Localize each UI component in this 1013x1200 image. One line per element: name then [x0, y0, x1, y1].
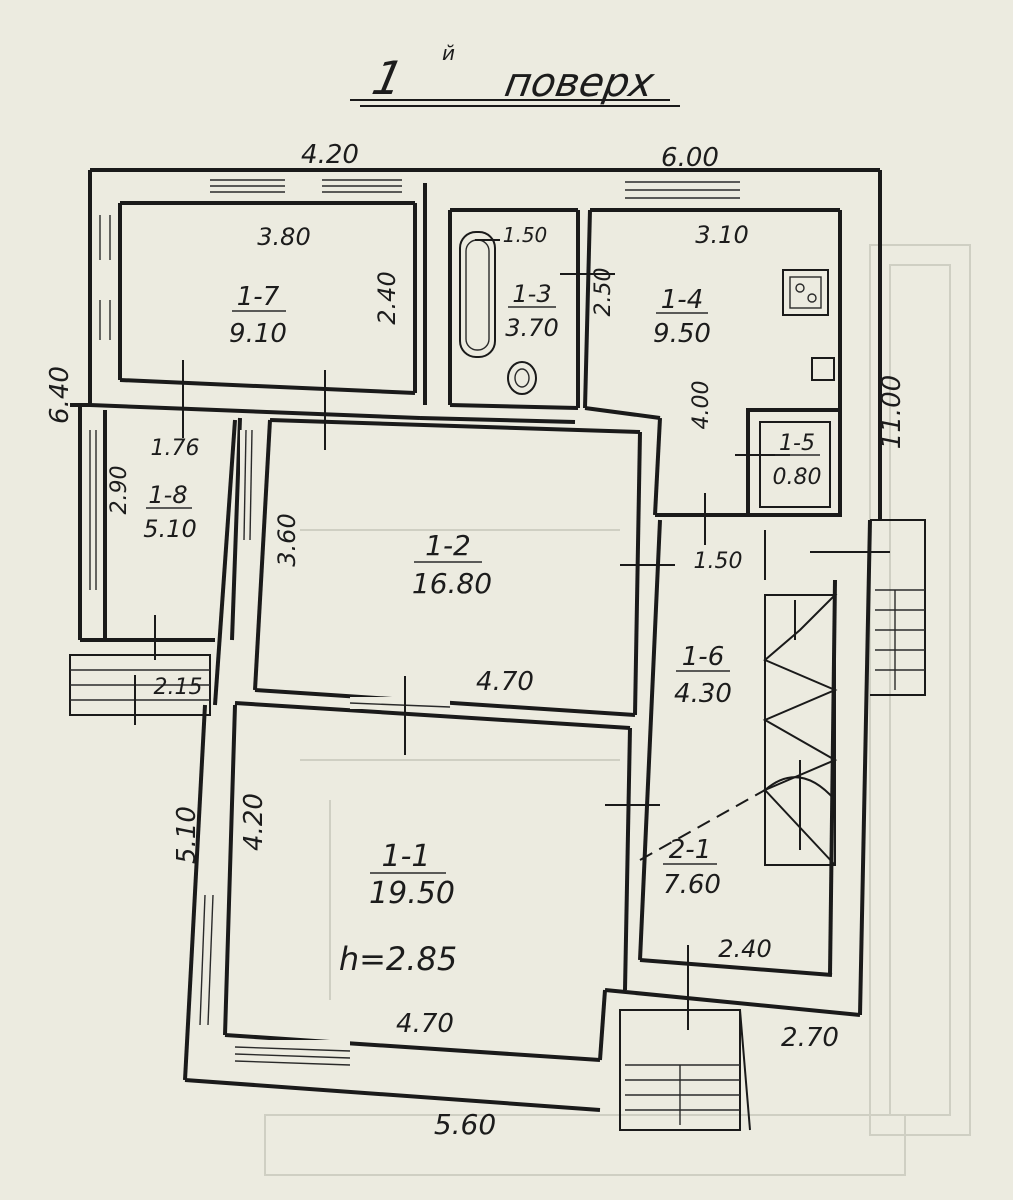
room-1-5: 1-5 0.80 [773, 431, 822, 490]
room-id: 1-2 [425, 529, 471, 562]
toilet-icon [507, 361, 537, 395]
porches [69, 519, 926, 1131]
dim-r16-width: 1.50 [694, 549, 743, 574]
room-id: 1-8 [148, 481, 187, 509]
room-1-2: 1-2 16.80 [412, 529, 492, 600]
dimensions: 4.20 6.00 6.40 11.00 5.60 2.70 5.10 3.80… [45, 140, 907, 1141]
dim-lower-left: 5.10 [172, 806, 202, 864]
dim-r14-height: 4.00 [689, 381, 714, 430]
room-id: 1-6 [682, 642, 724, 672]
room-id: 2-1 [669, 835, 711, 865]
windows [84, 174, 740, 1068]
room-1-4: 1-4 9.50 [653, 285, 711, 349]
stove-icon [782, 269, 829, 316]
plan-title: 1 й поверх [350, 41, 680, 107]
room-1-8: 1-8 5.10 [143, 481, 196, 543]
room-area: 16.80 [412, 567, 492, 600]
room-area: 0.80 [773, 465, 822, 490]
room-1-6: 1-6 4.30 [674, 642, 732, 709]
room-area: 4.30 [674, 679, 732, 709]
room-area: 5.10 [143, 515, 196, 543]
title-suffix: й [442, 41, 455, 65]
dim-r11-width: 4.70 [396, 1009, 454, 1039]
dim-r14-width: 3.10 [695, 221, 748, 249]
room-id: 1-5 [779, 431, 815, 456]
room-id: 1-4 [661, 285, 703, 315]
room-1-1: 1-1 19.50 [369, 839, 455, 911]
dim-r21-width: 2.40 [718, 935, 771, 963]
title-word: поверх [501, 59, 658, 106]
room-1-7: 1-7 9.10 [229, 282, 287, 349]
room-labels: 1-7 9.10 1-3 3.70 1-4 9.50 1-5 0.80 1-8 … [143, 280, 821, 978]
dim-bottom-right: 2.70 [781, 1023, 839, 1053]
room-area: 9.50 [653, 319, 711, 349]
dim-r18-height: 2.90 [107, 466, 132, 515]
background-ghost-lines [264, 244, 971, 1176]
room-id: 1-3 [512, 280, 551, 308]
dim-r12-height: 3.60 [273, 513, 301, 566]
room-area: 19.50 [369, 876, 455, 911]
dim-r13-height: 2.50 [591, 268, 616, 317]
sink-icon [811, 357, 835, 381]
dim-left-side: 6.40 [45, 366, 75, 424]
title-number: 1 [368, 51, 409, 104]
room-2-1: 2-1 7.60 [663, 835, 721, 900]
dim-r17-height: 2.40 [373, 271, 401, 324]
dim-top-right: 6.00 [661, 143, 719, 173]
room-id: 1-7 [237, 282, 280, 312]
dim-r18-bottom: 2.15 [154, 675, 203, 700]
room-id: 1-1 [382, 839, 431, 874]
room-area: 7.60 [663, 870, 721, 900]
bathtub-icon [459, 231, 496, 358]
dim-r11-height: 4.20 [239, 793, 269, 851]
dim-r12-width: 4.70 [476, 667, 534, 697]
door-ticks [134, 273, 890, 1030]
fixtures [459, 231, 835, 395]
room-area: 3.70 [505, 314, 558, 342]
room-area: 9.10 [229, 319, 287, 349]
dim-r18-width: 1.76 [151, 436, 200, 461]
dim-r13-width: 1.50 [503, 223, 548, 247]
dim-top-left: 4.20 [301, 140, 359, 170]
interior-walls [89, 183, 842, 991]
ceiling-height: h=2.85 [339, 940, 457, 978]
dim-bottom: 5.60 [434, 1108, 496, 1141]
room-1-3: 1-3 3.70 [505, 280, 558, 342]
dim-right-side: 11.00 [877, 375, 907, 449]
dim-r17-width: 3.80 [257, 223, 310, 251]
